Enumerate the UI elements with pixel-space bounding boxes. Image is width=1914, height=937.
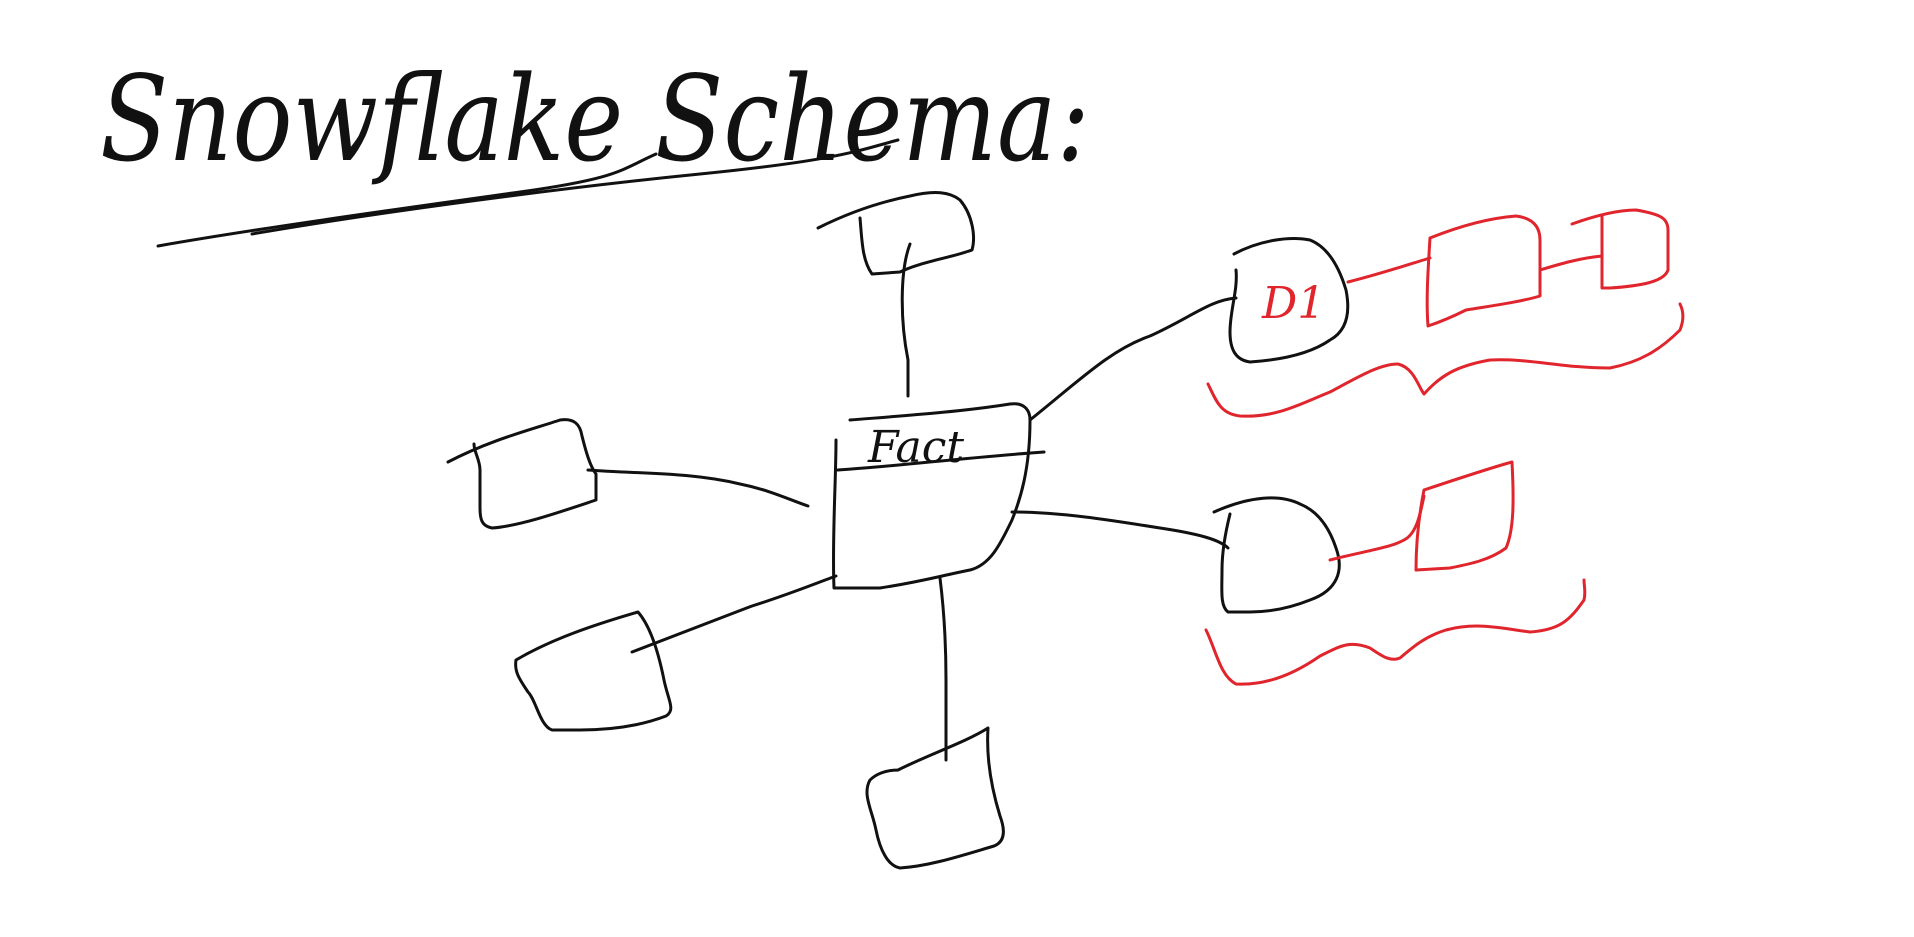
dimension-left [446, 418, 810, 530]
red-connector-line [1328, 494, 1426, 562]
dimension-box [514, 610, 673, 732]
snowflake-branch-top [1206, 208, 1685, 418]
connector-line [1010, 510, 1230, 550]
dimension-box [446, 418, 598, 530]
grouping-brace [1204, 578, 1587, 686]
title-underline-2 [250, 138, 900, 236]
grouping-brace [1206, 302, 1685, 418]
title-group: Snowflake Schema: [100, 50, 1090, 248]
connector-line [630, 574, 838, 654]
dimension-right [1010, 496, 1341, 614]
fact-header-line [836, 450, 1046, 472]
fact-table: Fact [831, 402, 1046, 590]
dimension-label: D1 [1261, 278, 1325, 329]
snowflake-branch-bottom [1204, 460, 1587, 686]
connector-line [586, 468, 810, 508]
red-connector-line [1538, 254, 1604, 272]
title-underline-1 [156, 152, 658, 248]
dimension-bottom [865, 576, 1005, 870]
connector-line [938, 576, 948, 762]
dimension-box [1228, 237, 1350, 364]
fact-label: Fact [867, 422, 964, 473]
connector-line [1028, 296, 1238, 422]
sub-dimension-box [1570, 208, 1670, 290]
dimension-box [1212, 496, 1341, 614]
dimension-top [816, 191, 975, 398]
connector-line [900, 242, 912, 398]
fact-table-box [831, 402, 1032, 590]
dimension-d1: D1 [1028, 237, 1350, 422]
red-connector-line [1346, 256, 1432, 284]
dimension-box [865, 726, 1005, 870]
sub-dimension-box [1425, 214, 1542, 328]
dimension-box [816, 191, 975, 276]
dimension-bottom-left [514, 574, 838, 732]
sub-dimension-box [1414, 460, 1515, 572]
diagram-title: Snowflake Schema: [100, 50, 1090, 188]
